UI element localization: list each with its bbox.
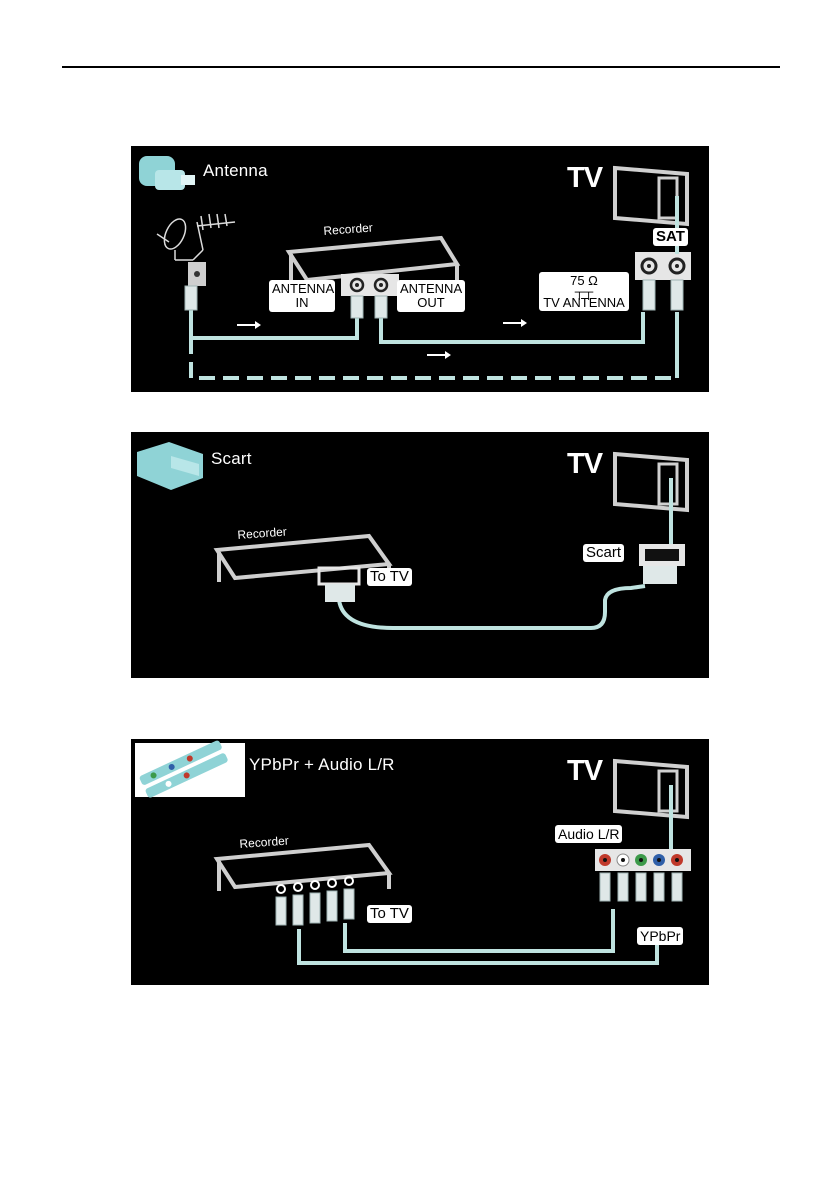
- scart-connector-icon: [137, 442, 203, 490]
- tv-antenna-symbol: ┬┬: [574, 284, 594, 299]
- scart-cables: [337, 478, 673, 630]
- ypbpr-plugs: [275, 872, 683, 926]
- antenna-in-port: [349, 277, 365, 293]
- ohm-value: 75 Ω: [570, 273, 598, 288]
- scart-plugs: [325, 566, 677, 602]
- tv-antenna-text: TV ANTENNA: [543, 295, 625, 310]
- ypbpr-label: YPbPr: [637, 927, 684, 945]
- antenna-in-label-line2: IN: [295, 295, 309, 310]
- antenna-out-port: [373, 277, 389, 293]
- recorder-rca-ports: [276, 876, 354, 894]
- antenna-panel: Antenna TV Recorder ANTENNA IN ANTENNA O…: [131, 146, 709, 392]
- antenna-in-label: ANTENNA IN: [269, 280, 335, 312]
- header-rule: [62, 66, 780, 68]
- tv-antenna-port: [640, 257, 658, 275]
- antenna-out-label-line1: ANTENNA: [400, 281, 463, 296]
- scart-tv-heading: TV: [567, 448, 603, 480]
- scart-panel-title: Scart: [211, 449, 252, 468]
- ypbpr-diagram: [135, 740, 691, 965]
- rca-cables-icon: [135, 740, 245, 798]
- signal-arrows: [237, 319, 527, 359]
- antenna-diagram: [139, 156, 691, 380]
- recorder-box: [213, 533, 393, 582]
- coax-connector-icon: [139, 156, 195, 190]
- antenna-tv-heading: TV: [567, 162, 603, 194]
- recorder-box: [213, 842, 393, 891]
- dish-antenna-icon: [156, 213, 236, 261]
- tv-monitor-icon: [613, 451, 689, 513]
- sat-port: [668, 257, 686, 275]
- sat-label: SAT: [653, 228, 688, 246]
- antenna-in-label-line1: ANTENNA: [272, 281, 335, 296]
- bypass-dashed-cable: [189, 338, 677, 380]
- tv-rca-ports: [599, 853, 683, 867]
- antenna-out-label: ANTENNA OUT: [397, 280, 465, 312]
- antenna-out-label-line2: OUT: [417, 295, 445, 310]
- ypbpr-to-tv-label: To TV: [367, 905, 412, 923]
- audio-lr-label: Audio L/R: [555, 825, 623, 843]
- scart-to-tv-label: To TV: [367, 568, 412, 586]
- antenna-plugs: [184, 279, 684, 319]
- ypbpr-cables: [297, 785, 673, 965]
- ypbpr-panel: YPbPr + Audio L/R TV Recorder To TV Audi…: [131, 739, 709, 985]
- tv-antenna-label: 75 Ω ┬┬ TV ANTENNA: [539, 272, 629, 311]
- scart-diagram: [137, 442, 689, 630]
- recorder-port-panel: [341, 274, 399, 296]
- tv-scart-label: Scart: [583, 544, 625, 562]
- antenna-panel-title: Antenna: [203, 161, 268, 180]
- tv-port-panel: [635, 252, 691, 280]
- ypbpr-tv-heading: TV: [567, 755, 603, 787]
- scart-panel: Scart TV Recorder To TV Scart: [131, 432, 709, 678]
- tv-monitor-icon: [613, 758, 689, 820]
- ypbpr-panel-title: YPbPr + Audio L/R: [249, 755, 395, 774]
